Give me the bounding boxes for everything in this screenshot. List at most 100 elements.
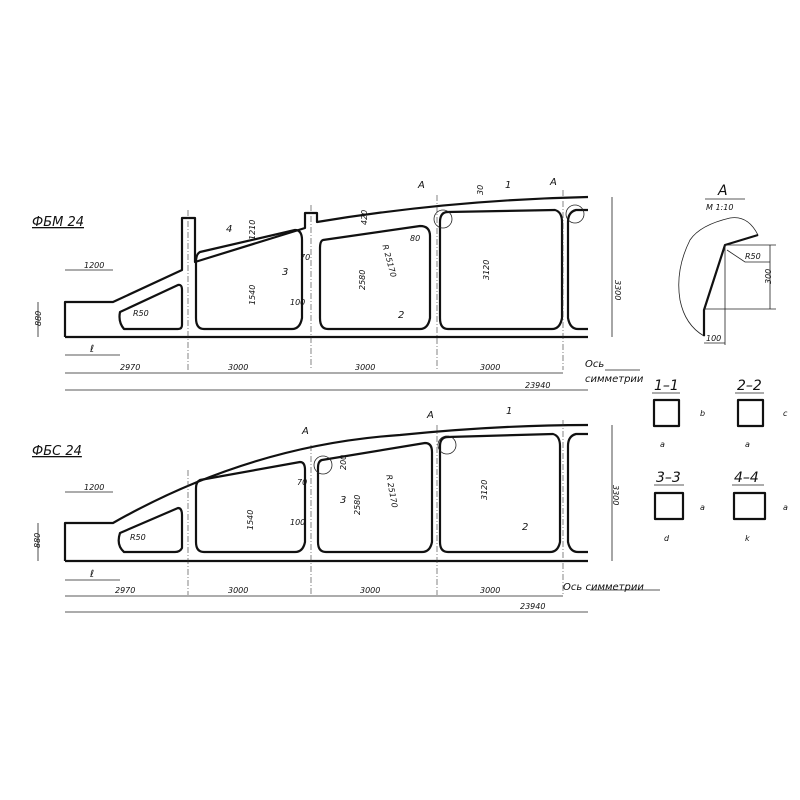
- detail-a-marker: [313, 455, 333, 475]
- dim-3000: 3000: [480, 363, 500, 372]
- detail-a-marker: [437, 435, 457, 455]
- section-3-3: 3–3 d a: [653, 470, 705, 543]
- dim-r50: R50: [130, 533, 146, 542]
- dim-3000: 3000: [228, 586, 248, 595]
- dim-2970: 2970: [115, 586, 135, 595]
- dim-height: b: [700, 409, 705, 418]
- axis-lines: [187, 420, 564, 595]
- detail-a-label: A: [549, 177, 557, 188]
- detail-outline: [702, 233, 759, 336]
- dim-80: 80: [410, 234, 420, 243]
- section-rect: [652, 398, 681, 428]
- dim-width: a: [745, 440, 750, 449]
- detail-a-marker: [565, 204, 585, 224]
- detail-a-marker: [433, 209, 453, 229]
- dim-3300: 3300: [611, 485, 620, 505]
- dim-1200: 1200: [84, 261, 104, 270]
- drawing-title: ФБС 24: [32, 444, 82, 459]
- dim-1540: 1540: [248, 285, 257, 305]
- symmetry-axis-label: Ось симметрии: [563, 582, 644, 593]
- section-rect: [653, 491, 685, 521]
- section-label: 1–1: [654, 378, 679, 394]
- detail-a: A M 1:10 R50 300 100: [678, 183, 776, 345]
- opening-1: [118, 283, 184, 331]
- detail-a-label: A: [417, 180, 425, 191]
- dim-height: c: [783, 409, 788, 418]
- detail-a-label: A: [426, 410, 434, 421]
- dim-radius: R 25170: [384, 474, 399, 509]
- dim-3120: 3120: [482, 260, 491, 280]
- section-2-2: 2–2 a c: [735, 378, 788, 449]
- dim-height: a: [700, 503, 705, 512]
- dim-200: 200: [339, 455, 348, 470]
- opening-5: [566, 208, 588, 331]
- dim-3000: 3000: [360, 586, 380, 595]
- section-4-marker: 4: [226, 224, 232, 235]
- opening-1: [117, 506, 184, 554]
- truss-outline: [63, 423, 589, 561]
- section-2-marker: 2: [522, 522, 528, 533]
- dim-2580: 2580: [358, 270, 367, 290]
- dim-420: 420: [360, 210, 369, 225]
- drawing-title: ФБМ 24: [32, 215, 84, 230]
- section-3-marker: 3: [340, 495, 346, 506]
- detail-dimensions: [704, 244, 776, 345]
- opening-2: [194, 228, 304, 331]
- dim-width: a: [660, 440, 665, 449]
- symmetry-axis-label: симметрии: [585, 374, 644, 385]
- dim-100: 100: [290, 518, 305, 527]
- opening-4: [438, 432, 562, 554]
- dim-1540: 1540: [246, 510, 255, 530]
- dim-3000: 3000: [228, 363, 248, 372]
- section-1-1: 1–1 a b: [652, 378, 705, 449]
- dim-r50: R50: [133, 309, 149, 318]
- dim-2580: 2580: [353, 495, 362, 515]
- section-4-4: 4–4 k a: [732, 470, 788, 543]
- section-3-marker: 3: [282, 267, 288, 278]
- dimension-lines: [37, 425, 660, 613]
- break-line: [678, 217, 759, 337]
- opening-3: [316, 441, 434, 554]
- dim-height: a: [783, 503, 788, 512]
- axis-lines: [187, 190, 564, 370]
- dim-3120: 3120: [480, 480, 489, 500]
- dim-880: 880: [34, 311, 43, 326]
- section-1-marker: 1: [506, 406, 512, 417]
- dimension-lines: [37, 197, 640, 391]
- symmetry-axis-label: Ось: [585, 359, 604, 370]
- truss-fbm24: ФБМ 24 1200 880 ℓ 2970 3000 3000 3000 23…: [32, 177, 644, 391]
- dim-70: 70: [297, 478, 307, 487]
- section-2-marker: 2: [398, 310, 404, 321]
- dim-3000: 3000: [355, 363, 375, 372]
- dim-300: 300: [764, 269, 773, 284]
- section-1-marker: 1: [505, 180, 511, 191]
- dim-2970: 2970: [120, 363, 140, 372]
- opening-2: [194, 460, 307, 554]
- dim-l: ℓ: [90, 569, 94, 580]
- section-label: 2–2: [737, 378, 762, 394]
- truss-outline: [63, 195, 589, 337]
- dim-radius: R 25170: [380, 244, 397, 279]
- dim-30: 30: [476, 185, 485, 195]
- opening-3: [318, 224, 432, 331]
- dim-3300: 3300: [613, 280, 622, 300]
- dim-1210: 1210: [248, 220, 257, 240]
- opening-4: [438, 208, 564, 331]
- dim-l: ℓ: [90, 344, 94, 355]
- section-label: 3–3: [656, 470, 681, 486]
- dim-70: 70: [300, 253, 310, 262]
- detail-title: A: [717, 183, 728, 199]
- section-label: 4–4: [734, 470, 759, 486]
- dim-23940: 23940: [525, 381, 550, 390]
- truss-fbs24: ФБС 24 1200 880 ℓ 2970 3000 3000 3000 23…: [32, 406, 660, 613]
- dim-width: k: [745, 534, 750, 543]
- detail-a-label: A: [301, 426, 309, 437]
- dim-r50: R50: [745, 252, 761, 261]
- dim-880: 880: [33, 533, 42, 548]
- section-rect: [736, 398, 765, 428]
- opening-5: [566, 432, 588, 554]
- detail-scale: M 1:10: [706, 203, 733, 212]
- section-rect: [732, 491, 767, 521]
